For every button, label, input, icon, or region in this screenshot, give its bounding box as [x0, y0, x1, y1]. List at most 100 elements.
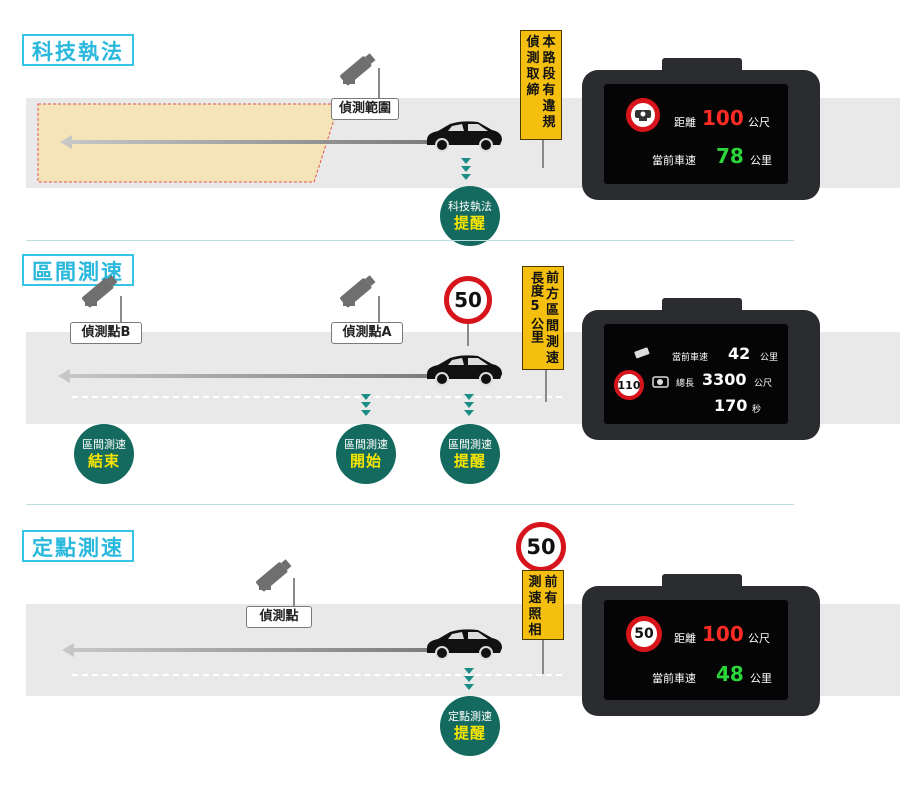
sign-pole [542, 140, 544, 168]
distance-unit: 公尺 [748, 116, 770, 129]
down-arrow-icon [361, 410, 371, 416]
down-arrows-icon [464, 394, 474, 400]
camera-a-label: 偵測點A [331, 322, 403, 344]
speed-unit: 公里 [760, 353, 779, 363]
sign-char: 照 [528, 607, 542, 622]
sign-pole [545, 370, 547, 402]
dashcam-device: 當前車速 42 公里 110 總長 3300 公尺 170 秒 [582, 298, 820, 440]
badge-average-speed-end: 區間測速 結束 [74, 424, 134, 484]
warning-sign: 本路段有違規 偵測取締 [520, 30, 562, 140]
car-icon [427, 629, 502, 660]
section-divider [26, 504, 794, 505]
dashcam-screen: 當前車速 42 公里 110 總長 3300 公尺 170 秒 [604, 324, 788, 424]
sign-char: 速 [545, 351, 559, 366]
distance-label: 距離 [674, 116, 696, 129]
speed-label: 當前車速 [652, 154, 696, 167]
car-icon [427, 355, 502, 386]
warning-sign: 前方區間測速 長度 5 公里 [522, 266, 564, 370]
distance-label: 距離 [674, 632, 696, 645]
speed-unit: 公里 [750, 154, 772, 167]
device-tab [662, 298, 742, 312]
dashcam-screen: 50 距離 100 公尺 當前車速 48 公里 [604, 600, 788, 700]
sign-char: 速 [528, 591, 542, 606]
sign-text-unit: 公里 [527, 317, 543, 343]
sign-col-1: 前有 [545, 575, 558, 639]
camera-pole [293, 578, 295, 606]
speed-camera-icon [82, 275, 118, 308]
sign-char: 區 [545, 303, 559, 318]
lane-marking [72, 396, 562, 398]
camera-label: 偵測範圍 [331, 98, 399, 120]
length-unit: 公尺 [754, 379, 773, 389]
badge-average-speed-start: 區間測速 開始 [336, 424, 396, 484]
sign-char: 前 [544, 575, 558, 590]
sign-char: 締 [526, 83, 540, 98]
badge-line1: 區間測速 [344, 438, 388, 451]
sign-char: 違 [542, 99, 556, 114]
sign-char: 方 [545, 287, 559, 302]
speed-label: 當前車速 [672, 353, 709, 363]
speed-camera-icon [256, 559, 292, 592]
speed-camera-icon [340, 53, 376, 86]
speed-value: 78 [716, 144, 744, 168]
section-title-fixed-speed: 定點測速 [22, 530, 134, 562]
sign-text-value: 5 [530, 299, 540, 314]
sign-char: 規 [542, 115, 556, 130]
time-value: 170 [714, 396, 748, 415]
sign-pole [467, 324, 469, 346]
badge-tech-enforcement-reminder: 科技執法 提醒 [440, 186, 500, 246]
badge-average-speed-reminder: 區間測速 提醒 [440, 424, 500, 484]
camera-icon [634, 347, 650, 359]
badge-line1: 區間測速 [448, 438, 492, 451]
device-tab [662, 58, 742, 72]
camera-b-label: 偵測點B [70, 322, 142, 344]
road-arrow-3 [62, 643, 442, 657]
sign-char: 間 [545, 319, 559, 334]
length-value: 3300 [702, 370, 747, 389]
road-arrow-2 [58, 369, 438, 383]
speed-label: 當前車速 [652, 672, 696, 685]
badge-line1: 區間測速 [82, 438, 126, 451]
speed-limit-sign: 50 [444, 276, 492, 324]
down-arrows-icon [464, 668, 474, 674]
road-arrow-1 [60, 135, 440, 149]
badge-fixed-speed-reminder: 定點測速 提醒 [440, 696, 500, 756]
down-arrow-icon [461, 174, 471, 180]
sign-char: 測 [526, 51, 540, 66]
sign-char: 取 [526, 67, 540, 82]
sign-char: 有 [544, 591, 558, 606]
camera-pole [120, 296, 122, 322]
device-tab [662, 574, 742, 588]
speed-unit: 公里 [750, 672, 772, 685]
camera-icon [652, 376, 669, 388]
badge-line1: 定點測速 [448, 710, 492, 723]
sign-char: 測 [528, 575, 542, 590]
lane-marking [72, 674, 562, 676]
car-icon [427, 121, 502, 152]
speed-camera-icon [340, 275, 376, 308]
down-arrow-icon [464, 410, 474, 416]
sign-char: 有 [542, 83, 556, 98]
dashcam-screen: 距離 100 公尺 當前車速 78 公里 [604, 84, 788, 184]
section-divider [26, 240, 794, 241]
time-unit: 秒 [752, 405, 762, 415]
sign-col-1: 前方區間測速 [546, 271, 559, 369]
limit-sign: 110 [614, 370, 644, 400]
sign-col-1: 本路段有違規 [543, 35, 556, 139]
down-arrows-icon [361, 394, 371, 400]
distance-value: 100 [702, 106, 744, 130]
speed-value: 42 [728, 344, 751, 363]
dashcam-device: 距離 100 公尺 當前車速 78 公里 [582, 58, 820, 200]
down-arrow-icon [461, 166, 471, 172]
distance-unit: 公尺 [748, 632, 770, 645]
badge-line2: 提醒 [453, 214, 486, 232]
sign-text-length: 長度 [527, 271, 543, 297]
badge-line2: 結束 [87, 452, 120, 470]
down-arrows-icon [461, 158, 471, 164]
camera-pole [378, 296, 380, 322]
length-label: 總長 [676, 379, 695, 389]
down-arrow-icon [464, 402, 474, 408]
sign-char: 相 [528, 623, 542, 638]
sign-char: 偵 [526, 35, 540, 50]
speed-value: 48 [716, 662, 744, 686]
